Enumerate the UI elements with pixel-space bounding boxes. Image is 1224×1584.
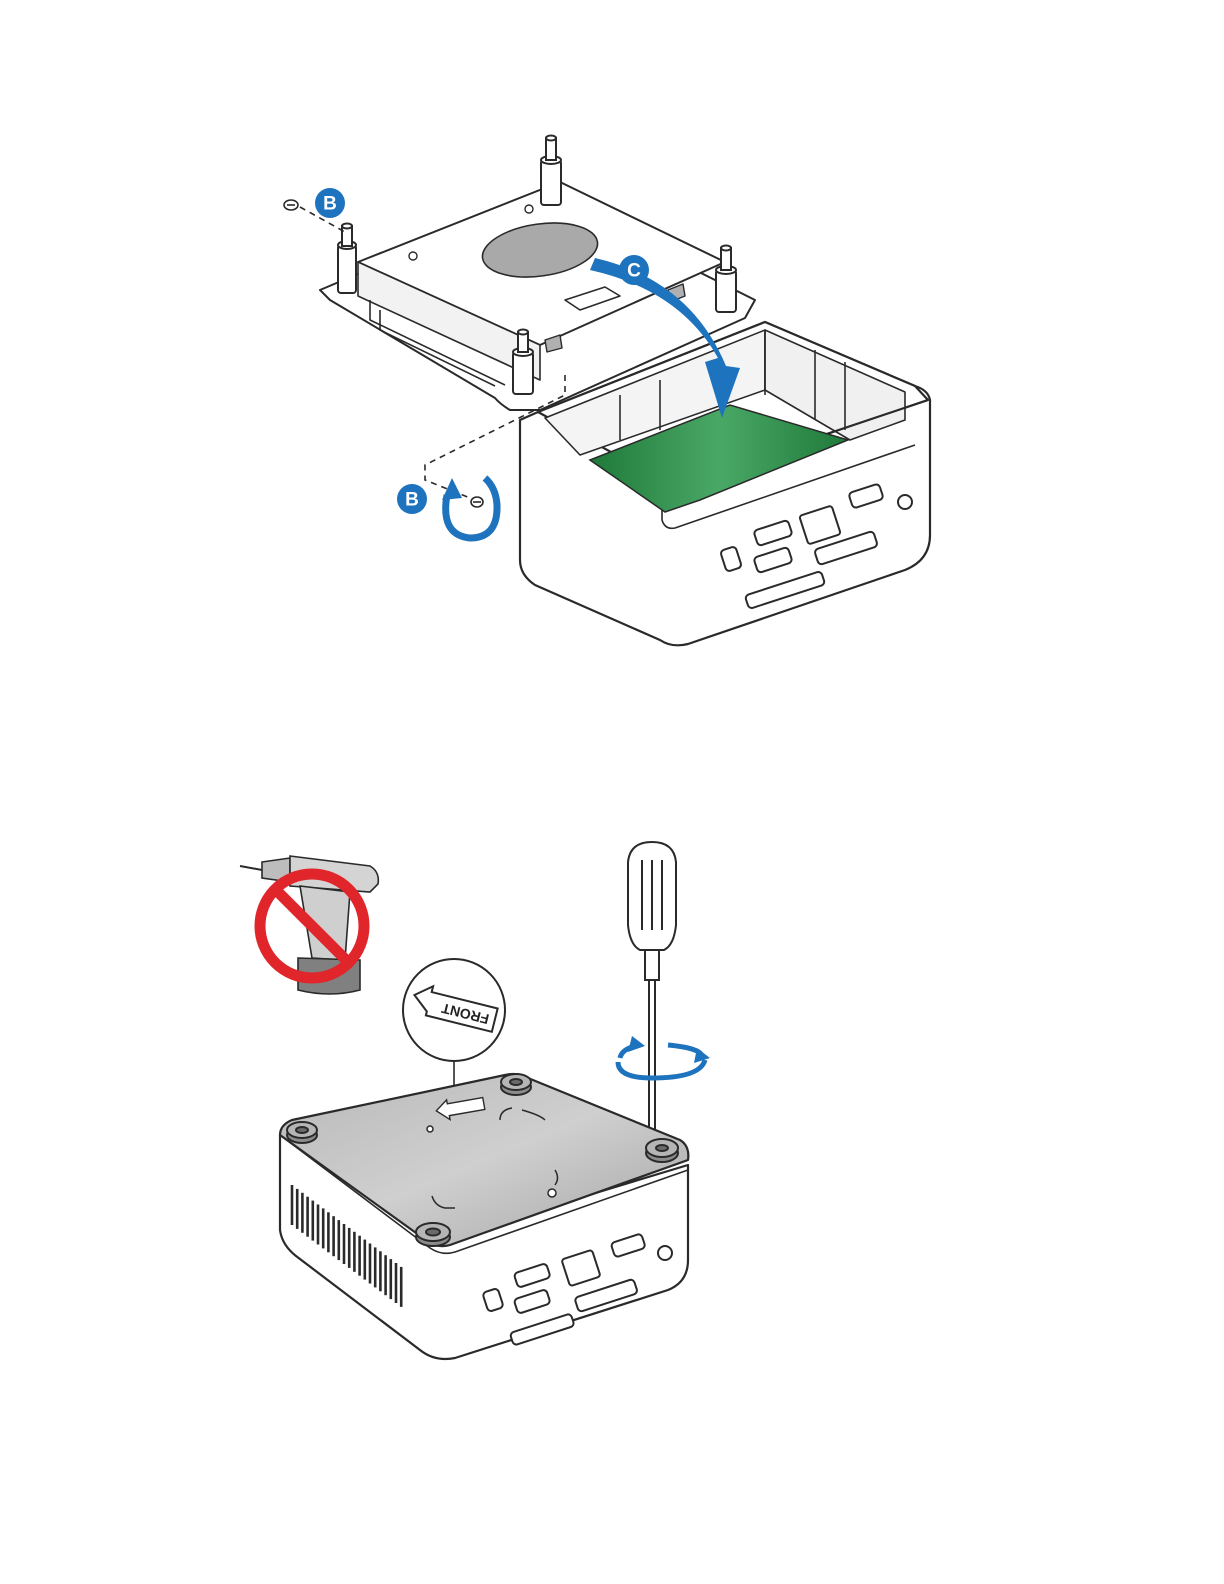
foot-back	[501, 1074, 531, 1095]
callout-c-label: C	[627, 261, 641, 282]
front-label-callout: FRONT	[403, 959, 505, 1095]
figure-drive-bracket-install: B C B	[0, 0, 1224, 700]
rotate-clockwise-icon	[618, 1036, 710, 1078]
standoff-right	[716, 246, 736, 313]
figure-bottom-cover-install: FRONT	[0, 820, 1224, 1440]
screwdriver-icon	[628, 842, 676, 1138]
screw-top	[284, 200, 298, 210]
callout-b-top: B	[315, 188, 345, 218]
no-power-drill-icon	[240, 856, 378, 994]
standoff-front-left	[338, 224, 356, 294]
callout-b-bottom-label: B	[405, 490, 419, 511]
drive-bracket-illustration: B C B	[0, 0, 1224, 700]
tighten-arrow-icon	[442, 478, 497, 538]
callout-c: C	[619, 255, 649, 285]
foot-right	[646, 1139, 678, 1162]
callout-b-bottom: B	[397, 484, 427, 514]
bottom-cover-illustration: FRONT	[0, 820, 1224, 1440]
callout-b-top-label: B	[323, 194, 337, 215]
foot-front	[416, 1223, 450, 1246]
screw-bottom	[471, 497, 483, 507]
foot-left	[287, 1122, 317, 1143]
mini-pc-chassis	[280, 1074, 688, 1359]
standoff-back	[541, 136, 561, 206]
